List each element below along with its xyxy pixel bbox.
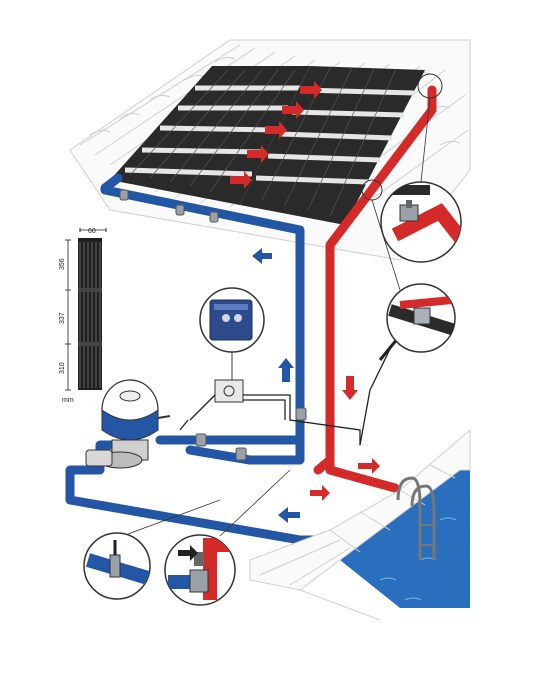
flow-arrows-collector: [230, 81, 322, 189]
cold-pipe-network: [65, 173, 335, 545]
detail-callout-top-valve: [380, 73, 462, 263]
flow-arrows-pipes: [252, 248, 380, 523]
detail-callout-pipe-clamp: [83, 499, 221, 600]
collector-cross-section: 60 356 337 310 mm: [59, 228, 107, 404]
pool-ladder: [396, 476, 436, 560]
unit-label: mm: [62, 397, 74, 404]
segment-middle-label: 337: [59, 312, 66, 324]
segment-top-label: 356: [59, 258, 66, 270]
detail-callout-connector: [361, 179, 456, 353]
control-unit: [199, 287, 265, 403]
swimming-pool: [249, 428, 471, 621]
temperature-sensor: [378, 337, 400, 361]
pipe-joints: [119, 189, 307, 461]
solar-collector-left: [110, 66, 310, 205]
sand-filter-pump: [85, 379, 171, 469]
control-wiring: [179, 344, 393, 446]
hot-pipe-network: [313, 85, 437, 493]
width-label: 60: [88, 228, 96, 235]
segment-bottom-label: 310: [59, 362, 66, 374]
